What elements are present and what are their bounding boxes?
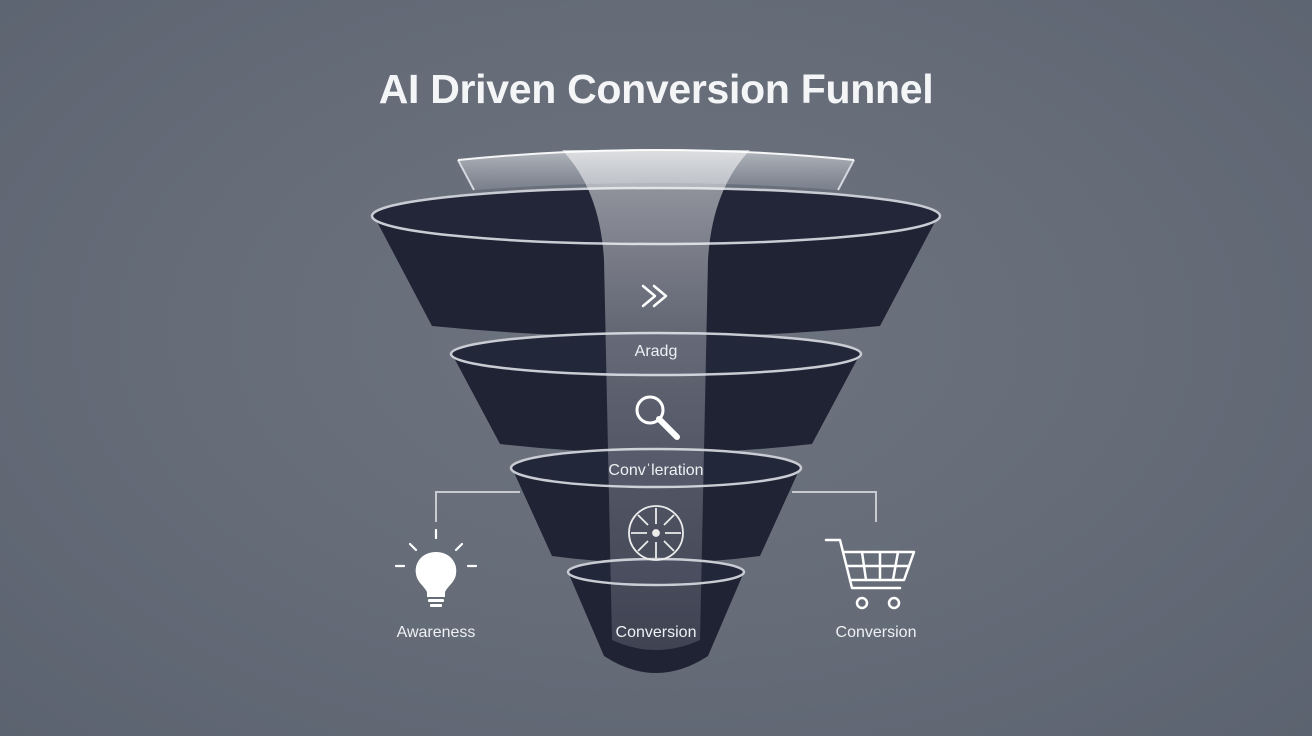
shopping-cart-icon [824,538,916,610]
conversion-side-label: Conversion [835,624,917,641]
connector-left [435,491,520,522]
double-chevron-right-icon [641,284,668,308]
lightbulb-icon [394,528,478,607]
stage-3-label: Convˈleration [608,462,704,479]
network-globe-icon [628,505,684,561]
page-title: AI Driven Conversion Funnel [378,66,934,112]
awareness-label: Awareness [396,624,476,641]
stage-2-label: Aradg [634,343,678,360]
stage-4-label: Conversion [615,624,697,641]
connector-right [792,491,877,522]
magnifier-icon [635,395,680,440]
